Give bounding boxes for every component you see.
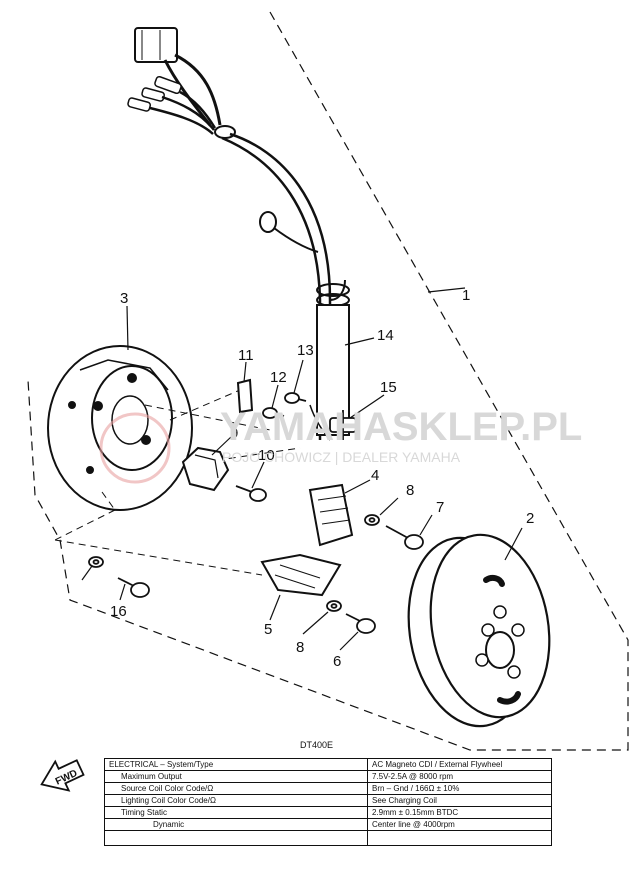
callout-15: 16	[110, 603, 127, 620]
spec-label: ELECTRICAL – System/Type	[104, 758, 368, 771]
flywheel	[407, 533, 551, 728]
spec-value: 2.9mm ± 0.15mm BTDC	[367, 806, 552, 819]
screw-7	[385, 525, 424, 550]
wire-harness	[127, 27, 350, 441]
callout-12-left: 12	[270, 369, 287, 386]
washers-8	[326, 514, 380, 612]
spec-row: Source Coil Color Code/Ω Brn – Gnd / 166…	[104, 782, 552, 795]
ground-terminal	[259, 211, 277, 233]
callout-12-right: 13	[297, 342, 314, 359]
spec-value-empty	[367, 830, 552, 846]
screws-12	[262, 392, 307, 419]
spec-value: Brn – Gnd / 166Ω ± 10%	[367, 782, 552, 795]
spec-label: Source Coil Color Code/Ω	[104, 782, 368, 795]
spec-table: ELECTRICAL – System/Type AC Magneto CDI …	[104, 758, 552, 846]
callout-2: 2	[526, 510, 534, 527]
source-coil	[308, 483, 354, 547]
spec-value: 7.5V-2.5A @ 8000 rpm	[367, 770, 552, 783]
pickup-coil	[181, 446, 230, 492]
spec-row: Dynamic Center line @ 4000rpm	[104, 818, 552, 831]
callout-13: 14	[377, 327, 394, 344]
spec-row: Lighting Coil Color Code/Ω See Charging …	[104, 794, 552, 807]
spec-value: See Charging Coil	[367, 794, 552, 807]
assembly-boundary	[27, 11, 629, 751]
callout-7: 7	[436, 499, 444, 516]
figure-code: DT400E	[300, 740, 333, 750]
watermark: YAMAHASKLEP.PL POJO CHOWICZ | DEALER YAM…	[99, 405, 582, 484]
spec-value: AC Magneto CDI / External Flywheel	[367, 758, 552, 771]
callout-10: 10	[258, 447, 275, 464]
callout-4: 4	[371, 467, 379, 484]
watermark-emblem	[99, 412, 171, 484]
spec-label: Lighting Coil Color Code/Ω	[104, 794, 368, 807]
spec-value: Center line @ 4000rpm	[367, 818, 552, 831]
watermark-sub: POJO CHOWICZ | DEALER YAMAHA	[222, 449, 461, 465]
callout-11: 11	[238, 347, 254, 364]
callout-1: 1	[462, 287, 470, 304]
screw-6	[345, 613, 376, 634]
callout-9: 9	[230, 425, 238, 442]
connector-plug	[134, 27, 178, 63]
watermark-brand: YAMAHASKLEP.PL	[220, 405, 582, 449]
spec-label: Maximum Output	[104, 770, 368, 783]
spec-label-empty	[104, 830, 368, 846]
callout-6: 6	[333, 653, 341, 670]
terminal-a	[154, 75, 182, 95]
callout-labels: 1 2 3 4 5 6 7 8 8 9 10 11 12 13 14 15 16	[110, 287, 534, 670]
terminal-b	[141, 87, 165, 102]
callout-3: 3	[120, 290, 128, 307]
terminal-c	[127, 97, 151, 112]
wire-clamp	[329, 410, 357, 440]
callout-8-lower: 8	[296, 639, 304, 656]
screw-15	[117, 577, 150, 598]
spec-label: Timing Static	[104, 806, 368, 819]
fwd-arrow-icon: FWD	[40, 759, 85, 792]
screw-10	[235, 485, 267, 502]
spec-row: Maximum Output 7.5V-2.5A @ 8000 rpm	[104, 770, 552, 783]
callout-14: 15	[380, 379, 397, 396]
washer-16	[88, 556, 104, 568]
callout-leaders	[81, 287, 523, 651]
stator-base-plate	[47, 345, 193, 511]
spec-row-empty	[104, 830, 552, 846]
spec-label: Dynamic	[104, 818, 368, 831]
callout-8-upper: 8	[406, 482, 414, 499]
bracket	[236, 378, 254, 414]
spec-row: ELECTRICAL – System/Type AC Magneto CDI …	[104, 758, 552, 771]
lighting-coil	[260, 553, 342, 597]
callout-5: 5	[264, 621, 272, 638]
spec-row: Timing Static 2.9mm ± 0.15mm BTDC	[104, 806, 552, 819]
